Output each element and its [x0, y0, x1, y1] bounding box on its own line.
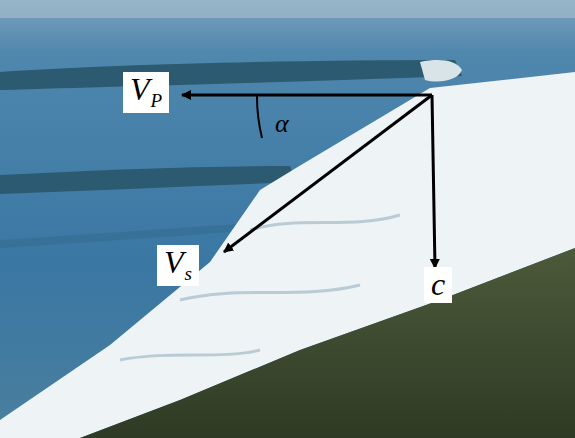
vs-vector	[224, 95, 432, 252]
angle-arc	[257, 96, 262, 138]
label-box: VP	[123, 72, 169, 113]
foam	[0, 72, 575, 438]
label-box: Vs	[157, 245, 199, 286]
wave-curl	[420, 60, 462, 81]
vector-symbol: V	[130, 71, 150, 107]
vector-subscript: P	[151, 90, 163, 111]
vector-subscript: s	[185, 263, 192, 284]
vector-symbol: c	[431, 266, 445, 302]
grass-shore	[80, 248, 575, 438]
angle-label: α	[275, 111, 289, 137]
wave-crest	[0, 166, 296, 194]
wave-crest	[0, 60, 462, 90]
horizon	[0, 0, 575, 18]
vector-symbol: V	[164, 244, 184, 280]
c-vector	[432, 95, 435, 268]
vp-vector	[182, 94, 432, 97]
label-box: c	[424, 267, 452, 303]
